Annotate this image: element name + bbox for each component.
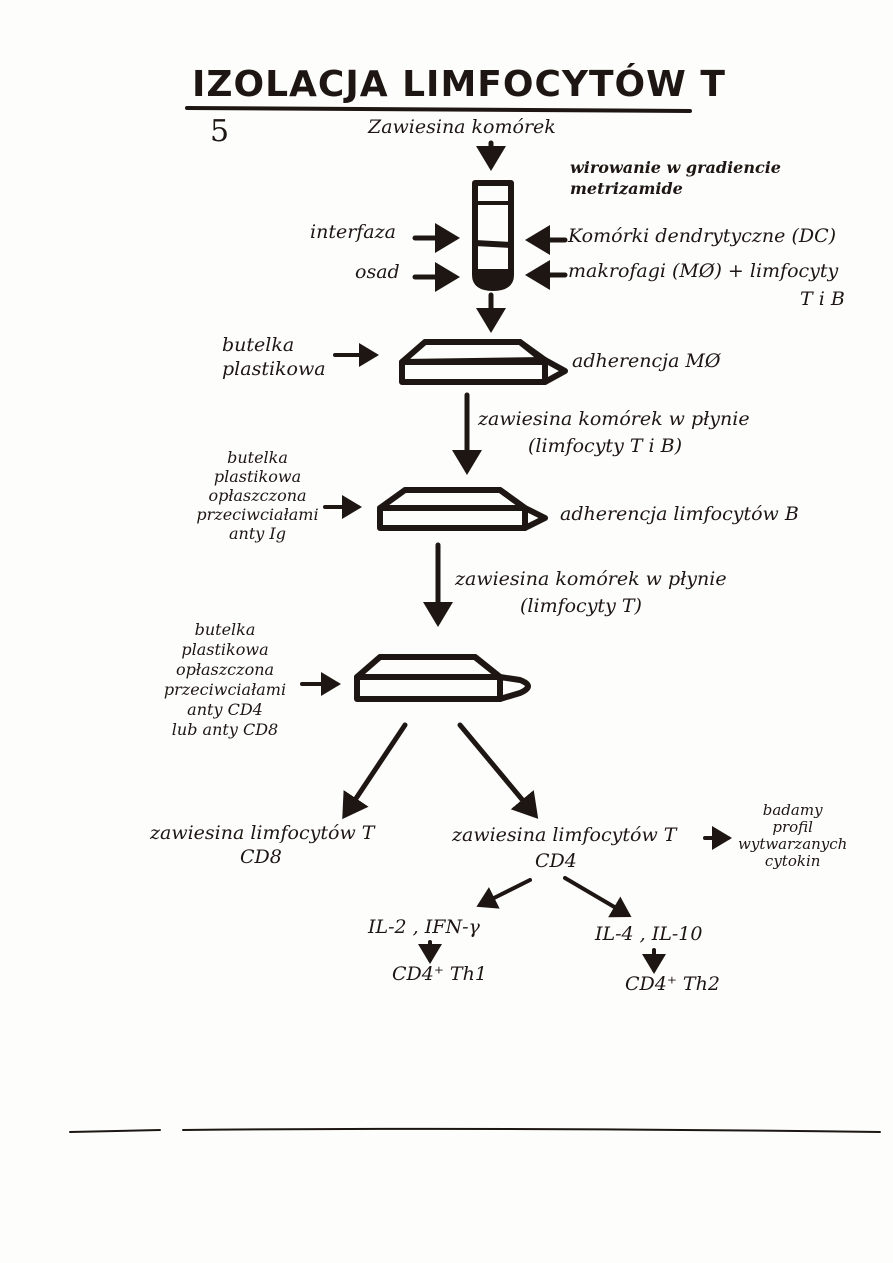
interfaza-label: interfaza — [310, 221, 396, 243]
th1-cell: CD4⁺ Th1 — [392, 963, 487, 985]
line: cytokin — [764, 852, 821, 870]
line: plastikowa — [181, 640, 269, 659]
bottle-label: butelka — [222, 334, 295, 356]
footer-line — [69, 1127, 881, 1133]
profile-label: badamy profil wytwarzanych cytokin — [738, 802, 847, 870]
dc-label: Komórki dendrytyczne (DC) — [568, 225, 837, 247]
th2-cytokines: IL-4 , IL-10 — [595, 923, 703, 945]
method-label: metrizamide — [570, 179, 683, 198]
cd8-label: CD8 — [240, 846, 282, 868]
title-underline — [185, 106, 692, 113]
bottle-label: plastikowa — [222, 358, 326, 380]
line: plastikowa — [213, 467, 302, 486]
page-mark: 5 — [210, 114, 230, 149]
th1-cytokines: IL-2 , IFN-γ — [368, 916, 480, 938]
arrow-cd4 — [457, 722, 539, 819]
result-label: adherencja MØ — [572, 350, 721, 372]
page-title: IZOLACJA LIMFOCYTÓW T — [192, 64, 726, 105]
arrow-th2 — [563, 876, 632, 918]
line: wytwarzanych — [738, 835, 848, 853]
cd8-label: zawiesina limfocytów T — [150, 822, 375, 844]
mac-label: makrofagi (MØ) + limfocyty — [568, 260, 839, 282]
mac-label: T i B — [800, 288, 845, 310]
line: profil — [772, 818, 813, 836]
line: przeciwciałami — [196, 505, 319, 524]
osad-label: osad — [355, 261, 400, 283]
line: butelka — [194, 620, 256, 639]
line: anty CD4 — [187, 700, 263, 719]
method-label: wirowanie w gradiencie — [570, 158, 781, 177]
bottle-label: butelka plastikowa opłaszczona przeciwci… — [190, 448, 325, 543]
bottle-icon — [399, 339, 568, 385]
line: lub anty CD8 — [171, 720, 279, 739]
cd4-label: CD4 — [535, 850, 577, 872]
line: opłaszczona — [175, 660, 275, 679]
line: butelka — [227, 448, 288, 467]
line: badamy — [762, 801, 823, 819]
arrow-cd8 — [342, 722, 408, 820]
bottle-icon — [377, 487, 548, 531]
bottle-icon — [354, 654, 531, 702]
line: anty Ig — [229, 524, 286, 543]
output-label: (limfocyty T) — [520, 595, 642, 617]
th2-cell: CD4⁺ Th2 — [625, 973, 720, 995]
output-label: (limfocyty T i B) — [528, 435, 683, 457]
result-label: adherencja limfocytów B — [560, 503, 799, 525]
input-label: Zawiesina komórek — [368, 116, 556, 138]
line: przeciwciałami — [163, 680, 287, 699]
centrifuge-tube — [472, 180, 514, 291]
cd4-label: zawiesina limfocytów T — [452, 824, 677, 846]
line: opłaszczona — [208, 486, 307, 505]
arrow-th1 — [476, 878, 532, 909]
output-label: zawiesina komórek w płynie — [478, 408, 750, 430]
bottle-label: butelka plastikowa opłaszczona przeciwci… — [150, 620, 300, 740]
output-label: zawiesina komórek w płynie — [455, 568, 727, 590]
